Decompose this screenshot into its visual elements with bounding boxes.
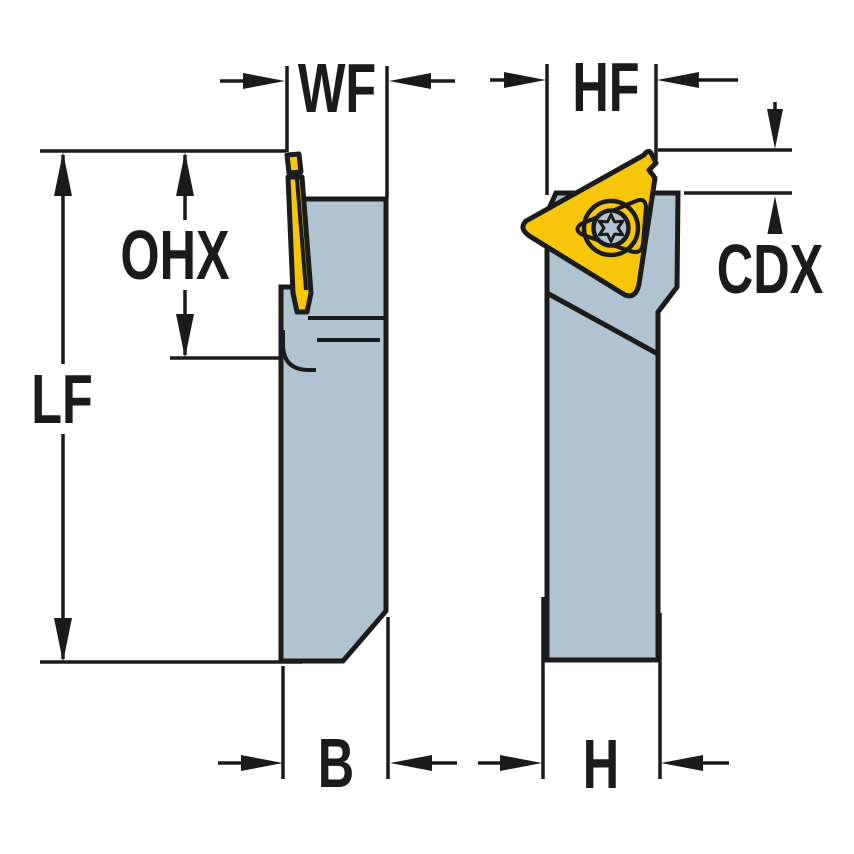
dim-label-lf: LF — [29, 364, 95, 434]
screw-seat-ring — [581, 198, 641, 258]
h-arrow-right — [661, 755, 703, 771]
dim-hf — [490, 64, 738, 195]
dim-label-cdx: CDX — [714, 234, 826, 304]
ohx-arrow-down — [176, 314, 194, 358]
lf-arrow-up — [54, 152, 72, 196]
dim-label-h: H — [580, 729, 622, 799]
dim-cdx — [658, 102, 792, 246]
dim-label-ohx: OHX — [118, 220, 232, 290]
dim-label-b: B — [315, 728, 357, 798]
wf-arrow-left — [243, 73, 285, 89]
ohx-arrow-up — [176, 152, 194, 196]
left-view — [278, 151, 389, 664]
triangular-insert — [520, 148, 659, 299]
b-arrow-left — [241, 755, 283, 771]
lf-arrow-down — [54, 618, 72, 662]
hf-arrow-left — [504, 72, 546, 88]
dim-label-hf: HF — [570, 52, 642, 122]
right-view — [520, 148, 681, 663]
dim-b — [218, 617, 457, 779]
b-arrow-right — [390, 755, 432, 771]
hf-arrow-right — [657, 72, 699, 88]
wf-arrow-right — [389, 73, 431, 89]
parting-blade-edge-line — [295, 178, 308, 291]
parting-blade-top-clamp — [284, 151, 304, 176]
dim-label-wf: WF — [295, 53, 379, 123]
torx-screw-icon — [597, 213, 625, 243]
cdx-arrow-down — [767, 109, 783, 149]
dim-wf — [220, 66, 455, 198]
blade-pocket-fillet — [281, 330, 316, 372]
cdx-arrow-up — [767, 196, 783, 236]
dim-h — [478, 597, 729, 779]
insert-inner-contour — [575, 197, 649, 254]
h-arrow-left — [500, 755, 542, 771]
right-holder-parting-line — [545, 290, 660, 357]
